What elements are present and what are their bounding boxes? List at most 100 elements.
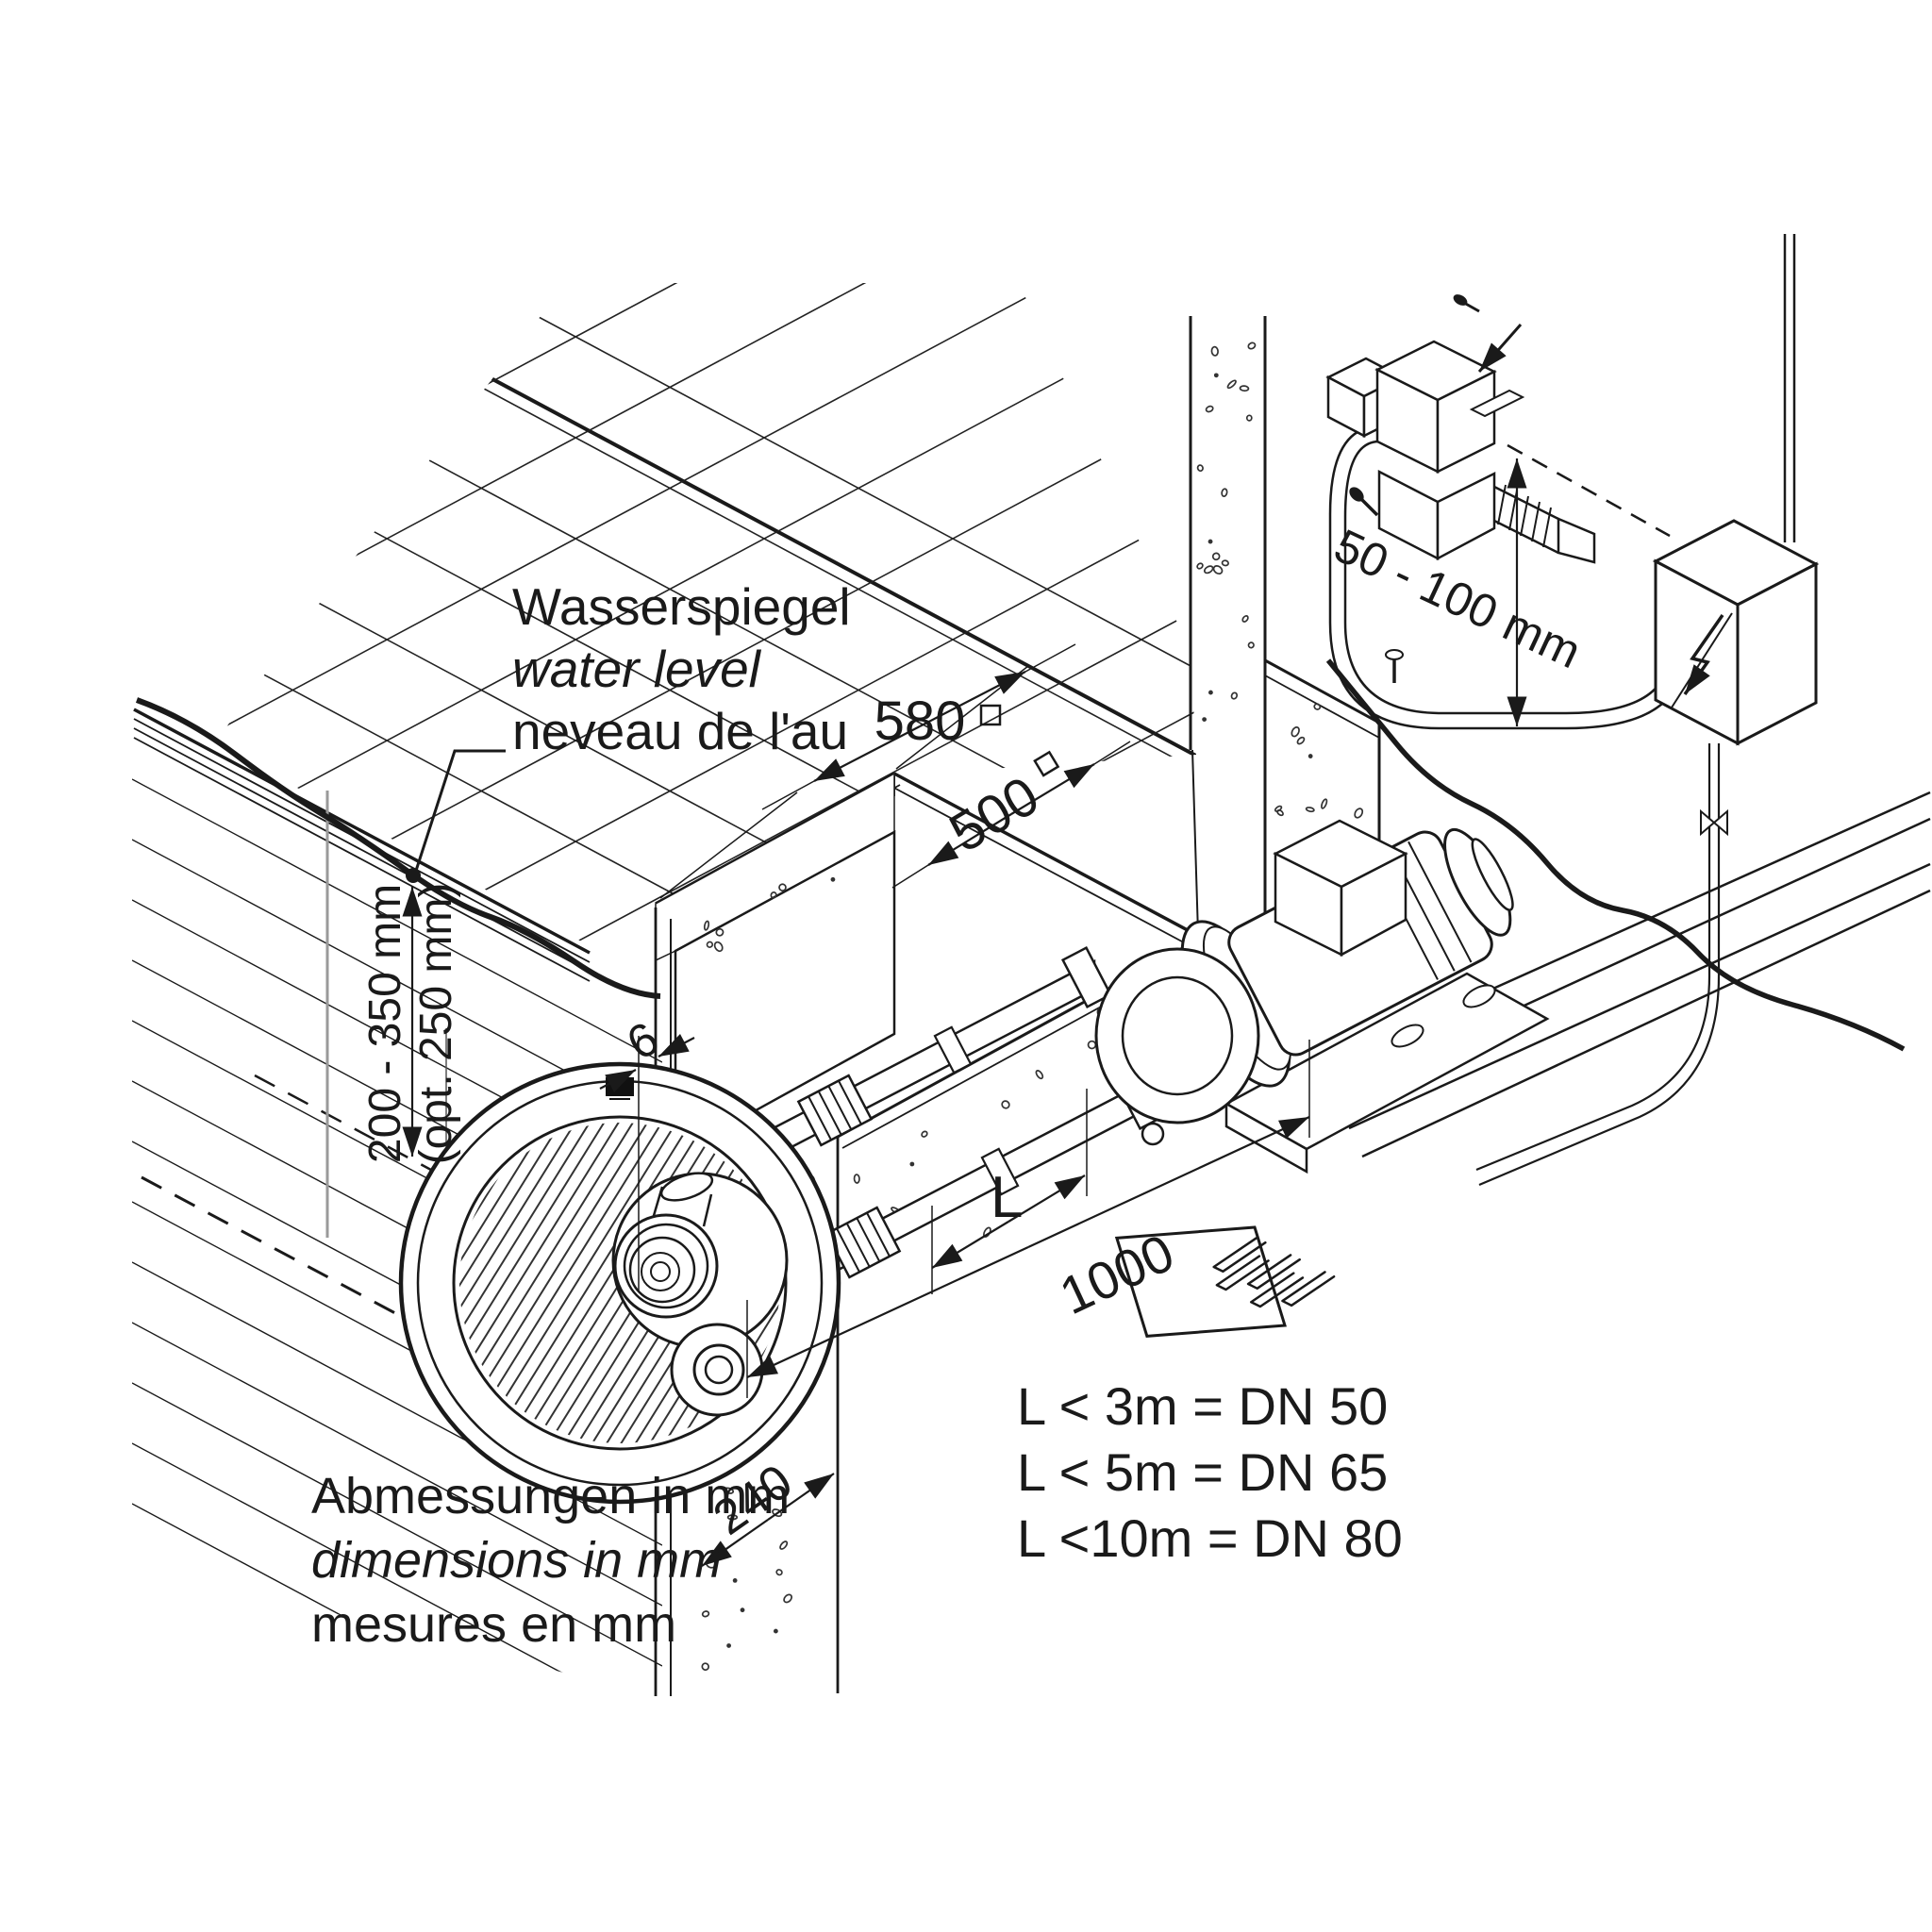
speckle — [1247, 341, 1257, 350]
speckle — [778, 883, 787, 891]
speckle — [1226, 379, 1237, 390]
hidden-line-lower — [141, 1175, 408, 1322]
leader-dot — [406, 868, 421, 883]
suction-grille-rim — [452, 1115, 788, 1451]
alignment-dashed-line — [1507, 443, 1671, 538]
grate-slot — [1281, 1271, 1336, 1307]
tile-line — [215, 283, 1196, 479]
tile-line — [215, 467, 1196, 943]
direction-arrow-icon — [1477, 324, 1523, 373]
grille-line — [483, 1123, 694, 1433]
screw-icon — [1349, 487, 1379, 517]
dim-580-line — [813, 725, 921, 782]
pipe-sizing-line-2: L < 5m = DN 65 — [1017, 1442, 1388, 1502]
speckle — [783, 1593, 793, 1604]
mounting-tab — [1469, 389, 1525, 418]
speckle — [1210, 345, 1219, 357]
speckle — [1276, 808, 1284, 817]
speckle — [706, 941, 714, 948]
speckle — [703, 920, 710, 931]
drain-grate — [1046, 1192, 1356, 1372]
hatch-line — [132, 1322, 662, 1607]
speckle — [909, 1161, 915, 1167]
junction-box-cables — [1475, 234, 1796, 1187]
speckle — [1208, 690, 1213, 695]
speckle — [1203, 565, 1214, 575]
speckle — [1212, 565, 1224, 575]
label-units-de: Abmessungen in mm — [311, 1468, 790, 1524]
dim-1000-line — [746, 1246, 1029, 1378]
grate-slot — [1250, 1272, 1305, 1308]
grate-slot — [1215, 1255, 1270, 1291]
speckle — [1239, 385, 1250, 392]
grille-line — [459, 1123, 653, 1407]
speckle — [701, 1610, 710, 1618]
speckle — [921, 1130, 928, 1138]
dim-580-value: 580 — [874, 691, 966, 752]
brand-logo — [606, 1077, 634, 1100]
pipe-collar — [933, 1025, 973, 1074]
grille-line — [504, 1123, 715, 1443]
speckle — [853, 1174, 860, 1184]
tile-line — [215, 283, 1196, 711]
square-symbol-icon — [979, 704, 1002, 726]
label-water-level-de: Wasserspiegel — [512, 577, 851, 636]
speckle — [740, 1607, 745, 1613]
tile-line — [215, 283, 1196, 782]
grate-slot — [1246, 1254, 1301, 1291]
speckle — [1291, 726, 1300, 738]
speckle — [726, 1643, 731, 1648]
speckle — [1213, 373, 1219, 378]
speckle — [726, 1514, 739, 1521]
label-units-en: dimensions in mm — [311, 1532, 722, 1589]
tile-line — [215, 568, 1196, 943]
speckle — [1205, 405, 1214, 413]
break-wavy-line — [1325, 658, 1906, 1052]
grille-line — [459, 1123, 601, 1374]
dim-opt-250-value: (opt. 250 mm) — [411, 883, 461, 1165]
speckle — [1230, 691, 1239, 700]
speckle — [723, 1487, 735, 1494]
speckle — [830, 876, 836, 882]
union-nut — [796, 1074, 874, 1147]
speckle — [713, 941, 724, 953]
solenoid-valve — [1325, 294, 1671, 683]
dim-200-350-value: 200 - 350 mm — [360, 884, 410, 1163]
pool-edge-coping — [133, 708, 591, 982]
speckle — [1321, 798, 1328, 809]
dim-240-line — [701, 1519, 769, 1567]
speckle — [1247, 641, 1255, 649]
tile-line — [215, 283, 1196, 883]
speckle — [1221, 559, 1229, 567]
union-nut — [824, 1206, 902, 1279]
speckle — [1196, 464, 1204, 473]
pump-volute — [1094, 947, 1260, 1146]
speckle — [1208, 539, 1213, 544]
lightning-icon — [1671, 612, 1733, 708]
pipe-sizing-line-3: L <10m = DN 80 — [1017, 1508, 1403, 1568]
grate-slot — [1212, 1237, 1267, 1274]
speckle — [1221, 488, 1228, 497]
tile-line — [215, 283, 1196, 378]
bracket-slot — [1391, 1024, 1424, 1048]
dim-L-line — [931, 1221, 1009, 1269]
pipe-collar — [980, 1147, 1020, 1196]
dim-6-line — [599, 1069, 637, 1092]
grille-line — [493, 1123, 705, 1440]
speckle — [1313, 703, 1322, 710]
speckle — [1245, 414, 1253, 422]
dimension-lines — [402, 458, 1527, 1567]
grille-line — [459, 1123, 632, 1394]
speckle — [732, 1578, 738, 1583]
speckle — [1001, 1100, 1010, 1109]
label-water-level-fr: neveau de l'au — [512, 702, 848, 760]
speckle — [1087, 1040, 1097, 1050]
junction-box — [1652, 519, 1820, 746]
pipe-sizing-line-1: L < 3m = DN 50 — [1017, 1376, 1388, 1436]
threaded-spigot — [1493, 484, 1596, 564]
dim-500-line — [927, 813, 1012, 866]
speckle — [775, 1569, 783, 1576]
drain-plug — [1141, 1122, 1165, 1146]
water-level-wavy-line — [135, 697, 661, 999]
